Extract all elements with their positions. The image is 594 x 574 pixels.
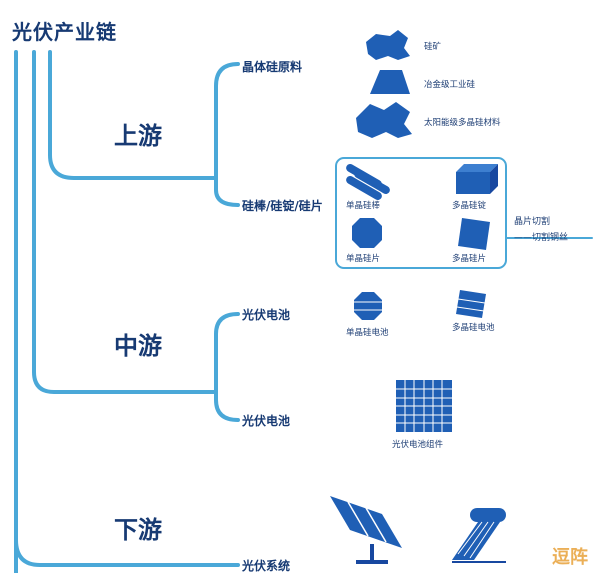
mono-rod-icon bbox=[346, 164, 390, 200]
item-multi-wafer: 多晶硅片 bbox=[452, 254, 487, 264]
item-multi-ingot: 多晶硅锭 bbox=[452, 201, 487, 211]
branch-pv-module: 光伏电池 bbox=[242, 414, 291, 428]
watermark: 逗阵 bbox=[552, 547, 588, 568]
branch-pv-cell: 光伏电池 bbox=[242, 308, 291, 322]
pv-module-icon bbox=[396, 380, 452, 432]
mono-wafer-icon bbox=[352, 218, 382, 248]
item-pv-module-component: 光伏电池组件 bbox=[392, 440, 444, 450]
page-title: 光伏产业链 bbox=[12, 20, 117, 44]
trunk-line-2 bbox=[32, 50, 216, 394]
mono-cell-icon bbox=[354, 292, 382, 320]
branch-rod-ingot-wafer: 硅棒/硅锭/硅片 bbox=[242, 199, 323, 213]
stage-label-downstream: 下游 bbox=[114, 516, 162, 544]
midstream-bracket bbox=[214, 312, 240, 422]
silicon-ore-icon bbox=[366, 30, 410, 60]
branch-raw-material: 晶体硅原料 bbox=[242, 60, 303, 74]
branch-pv-system: 光伏系统 bbox=[242, 559, 291, 573]
item-silicon-ore: 硅矿 bbox=[424, 42, 442, 52]
item-metallurgical-silicon: 冶金级工业硅 bbox=[424, 80, 476, 90]
note-wafer-cutting: 晶片切割 bbox=[514, 217, 551, 227]
item-mono-rod: 单晶硅棒 bbox=[346, 201, 381, 211]
downstream-line bbox=[14, 538, 240, 567]
poly-material-icon bbox=[356, 102, 412, 138]
trunk-line-3 bbox=[48, 50, 216, 180]
stage-label-midstream: 中游 bbox=[114, 332, 162, 360]
note-cutting-wire: ——切割钢丝 bbox=[514, 233, 569, 243]
item-multi-cell: 多晶硅电池 bbox=[452, 323, 495, 333]
multi-cell-icon bbox=[456, 290, 486, 318]
item-mono-wafer: 单晶硅片 bbox=[346, 254, 381, 264]
multi-ingot-icon bbox=[456, 164, 498, 194]
stage-label-upstream: 上游 bbox=[114, 122, 162, 150]
item-solar-poly-material: 太阳能级多晶硅材料 bbox=[424, 118, 501, 128]
metallurgical-silicon-icon bbox=[370, 70, 410, 94]
pv-system-panel-icon bbox=[330, 496, 402, 564]
wafer-box bbox=[335, 157, 507, 269]
upstream-bracket bbox=[214, 62, 240, 207]
item-mono-cell: 单晶硅电池 bbox=[346, 328, 389, 338]
solar-heater-icon bbox=[452, 508, 506, 563]
multi-wafer-icon bbox=[458, 218, 490, 250]
